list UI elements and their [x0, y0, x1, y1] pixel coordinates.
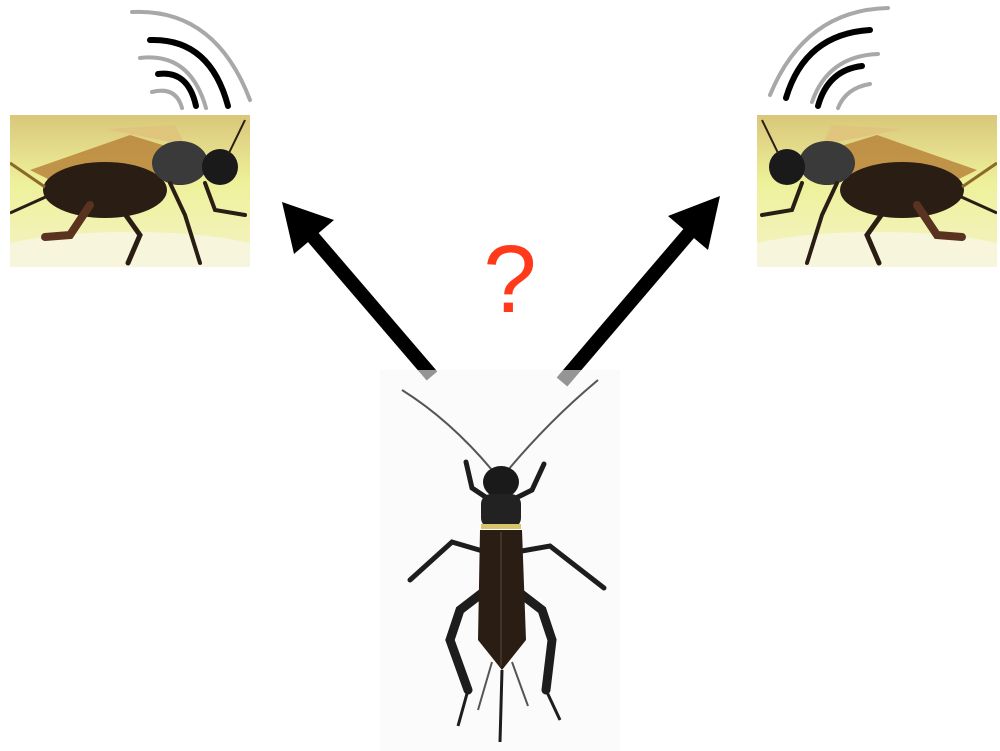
arrow-to-right-cricket: [562, 196, 720, 382]
listener-cricket: [380, 370, 620, 751]
question-mark: ?: [470, 232, 550, 328]
arrow-to-left-cricket: [282, 202, 432, 376]
female-cricket-icon: [380, 370, 620, 751]
